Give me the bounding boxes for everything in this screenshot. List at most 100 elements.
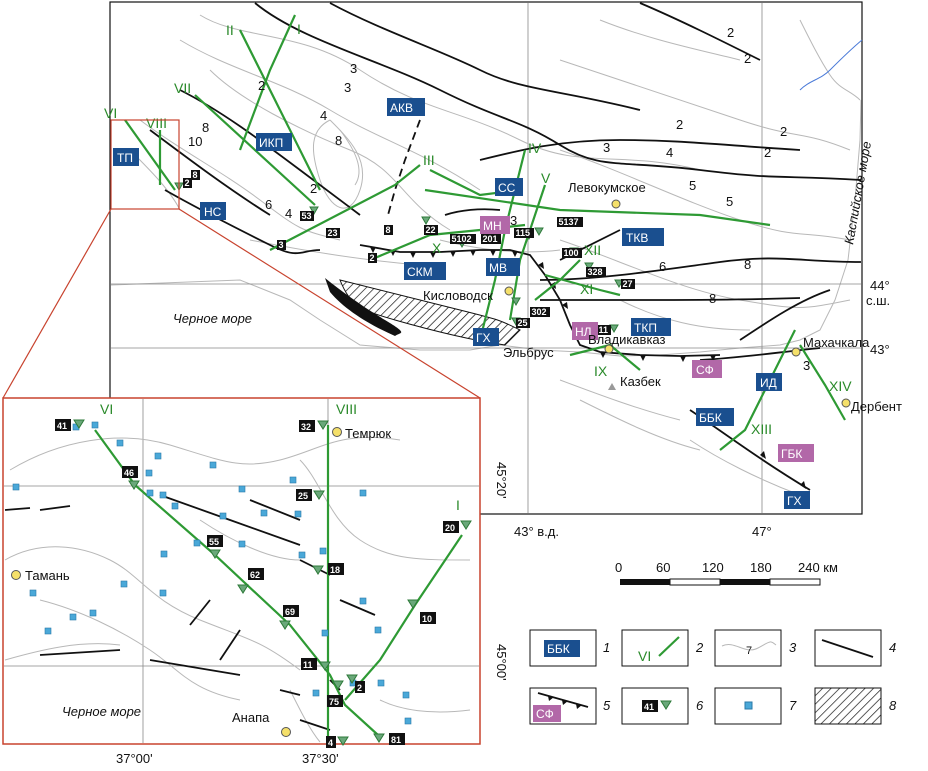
svg-text:8: 8 [889,698,897,713]
station-label: 8 [193,170,198,180]
contour-label: 3 [350,61,357,76]
svg-text:ББК: ББК [699,411,722,425]
legend-item-4: 4 [814,629,896,667]
svg-text:МН: МН [483,219,502,233]
inset-connector-right [178,208,481,399]
contour-label: 4 [666,145,673,160]
badge-mn: МН [480,216,510,234]
svg-text:СФ: СФ [536,707,554,721]
svg-text:81: 81 [391,735,401,745]
scale-tick: 60 [656,560,670,575]
contour-label: 8 [202,120,209,135]
legend-item-5: СФ 5 [529,687,611,725]
fault-lines [149,2,862,491]
svg-text:СФ: СФ [696,363,714,377]
river-line [799,39,863,91]
city-dot [11,570,21,580]
station-label: 3 [279,240,284,250]
thrust-line [359,244,721,357]
contour-label: 8 [709,291,716,306]
badge-tkp: ТКП [631,318,671,336]
svg-text:ГБК: ГБК [781,447,802,461]
station-markers: 2 8 53 3 23 8 2 22 5102 201 115 5137 100… [174,170,635,335]
station-marker: 201 [481,234,501,244]
inset-lon00-label: 37°00' [116,751,153,766]
contour-label: 5 [726,194,733,209]
inset-station-marker: 11 [301,658,331,671]
station-marker: 25 [511,317,530,328]
inset-lat00-label: 45°00' [494,644,509,681]
svg-text:62: 62 [250,570,260,580]
profile-label-XIII: XIII [751,421,772,437]
station-label: 302 [532,307,547,317]
station-label: 201 [483,234,498,244]
inset-sea-label: Черное море [62,704,141,719]
station-marker: 2 [368,253,377,263]
station-marker: 27 [614,279,635,289]
city-dot [281,727,291,737]
scale-tick: 0 [615,560,622,575]
legend-item-7: 7 [714,687,797,725]
station-marker: 8 [384,225,393,235]
inset-points [12,421,412,725]
contour-label: 8 [744,257,751,272]
scale-tick: 180 [750,560,772,575]
legend-item-1: ББК 1 [529,629,610,667]
inset-lon30-label: 37°30' [302,751,339,766]
inset-station-marker: 69 [279,605,299,630]
inset-station-marker: 32 [299,420,329,432]
station-label: 5102 [452,234,472,244]
svg-text:6: 6 [696,698,704,713]
contour-label: 4 [320,108,327,123]
contour-label: 2 [764,145,771,160]
station-marker: 302 [511,297,550,317]
legend-item-2: VI 2 [621,629,704,667]
legend: ББК 1 VI 2 7 3 4 СФ 5 41 6 7 8 [529,629,897,725]
inset-station-marker: 2 [346,674,365,693]
svg-text:4: 4 [328,738,333,748]
inset-connector-left [2,208,112,399]
station-marker: 8 [191,170,200,180]
svg-text:VI: VI [638,648,651,664]
station-label: 328 [588,267,603,277]
svg-text:32: 32 [301,422,311,432]
inset-isolines [4,436,471,743]
badge-bbk: ББК [696,408,734,426]
svg-text:ТКП: ТКП [634,321,657,335]
scale-tick: 120 [702,560,724,575]
svg-text:20: 20 [445,523,455,533]
contour-label: 2 [676,117,683,132]
svg-text:46: 46 [124,468,134,478]
station-marker: 3 [277,240,286,250]
svg-text:3: 3 [789,640,797,655]
cities: Левокумское Кисловодск Владикавказ Эльбр… [423,180,902,414]
profile-label-III: III [423,152,435,168]
contour-label: 10 [188,134,202,149]
station-marker: 22 [421,216,438,235]
lat-43-label: 43° [870,342,890,357]
station-marker: 23 [326,228,340,238]
svg-text:СКМ: СКМ [407,265,433,279]
svg-text:АКВ: АКВ [390,101,413,115]
city-levokumskoe: Левокумское [568,180,646,195]
inset-city-temryuk: Темрюк [345,426,391,441]
station-label: 2 [185,178,190,188]
profile-label-VI: VI [104,105,117,121]
svg-text:1: 1 [603,640,610,655]
svg-text:5: 5 [603,698,611,713]
svg-text:75: 75 [329,697,339,707]
badge-ns: НС [200,202,226,220]
inset-station-marker: 81 [373,733,405,745]
contour-label: 6 [659,259,666,274]
badge-sf: СФ [692,360,722,378]
station-label: 25 [518,318,528,328]
profile-label-VII: VII [174,80,191,96]
badge-gh2: ГХ [784,491,810,509]
profile-labels: I II III IV V VI VII VIII IX X XI XII XI… [104,21,852,437]
profile-label-IV: IV [528,140,542,156]
station-marker: 5102 [450,234,476,249]
station-label: 22 [426,225,436,235]
svg-text:41: 41 [644,702,654,712]
inset-frame [2,397,481,745]
